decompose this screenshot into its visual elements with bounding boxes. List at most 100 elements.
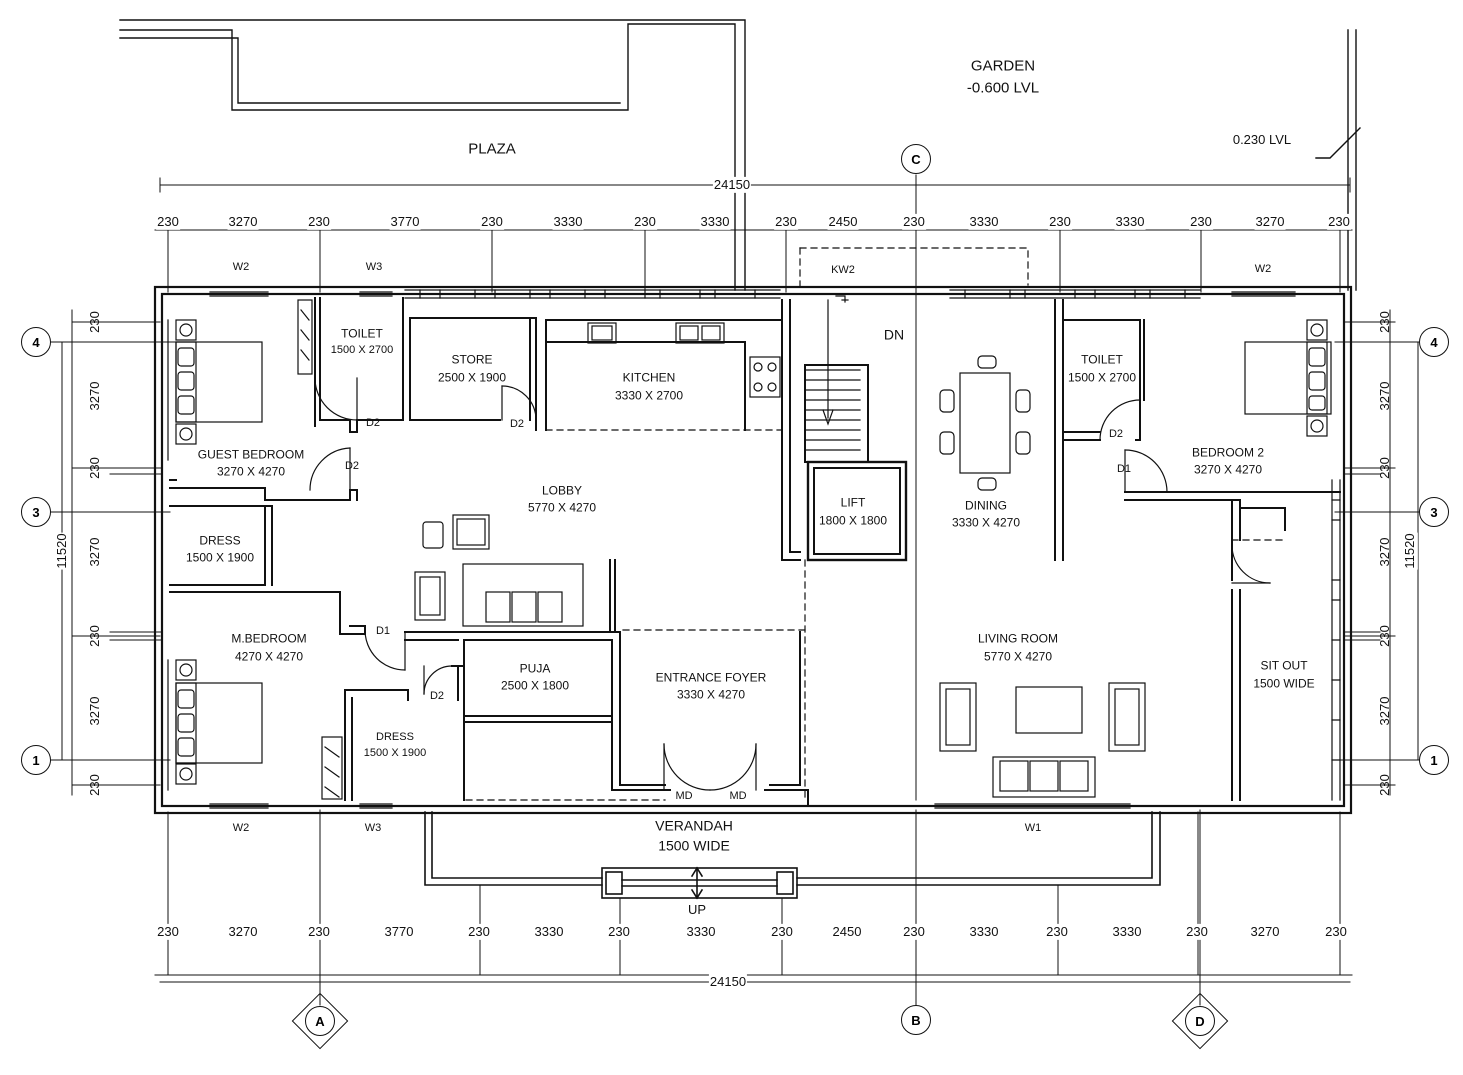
door-tag: D2: [344, 460, 360, 473]
overall-width-bottom: 24150: [708, 973, 748, 991]
dimension-value: 3270: [86, 381, 102, 411]
dimension-value: 230: [1048, 213, 1072, 231]
door-tag: D2: [509, 418, 525, 431]
dimension-value: 230: [307, 923, 331, 941]
hidden-lines: [465, 247, 1286, 801]
room-name: ENTRANCE FOYER: [655, 670, 767, 685]
dimension-value: 230: [902, 213, 926, 231]
door-tag: MD: [729, 790, 747, 803]
stair: [804, 295, 861, 451]
dimension-value: 3330: [533, 923, 565, 941]
dimension-value: 230: [1327, 213, 1351, 231]
room-name: DRESS: [376, 731, 414, 744]
room-name: M.BEDROOM: [231, 631, 307, 646]
grid-bubble-right: 3: [1419, 497, 1449, 527]
dimension-value: 230: [1376, 311, 1392, 333]
dimension-value: 3270: [86, 696, 102, 726]
room-size: 2500 X 1800: [500, 678, 570, 693]
furniture: [175, 299, 1332, 800]
window-tag: W2: [1254, 263, 1272, 276]
dimension-value: 230: [1376, 625, 1392, 647]
window-tag: W3: [365, 261, 383, 274]
dimension-value: 230: [902, 923, 926, 941]
dimension-value: 3330: [552, 213, 584, 231]
dimension-value: 230: [1189, 213, 1213, 231]
dimension-value: 230: [467, 923, 491, 941]
dimension-value: 230: [86, 774, 102, 796]
room-name: PUJA: [519, 661, 551, 676]
dimension-value: 3330: [1114, 213, 1146, 231]
door-tag: D2: [1108, 428, 1124, 441]
stair-dn-label: DN: [883, 326, 905, 343]
window-tag: KW2: [831, 264, 855, 277]
dimension-value: 230: [1045, 923, 1069, 941]
grid-bubble-bottom: B: [901, 1005, 931, 1035]
room-size: 3330 X 2700: [614, 388, 684, 403]
dimension-value: 230: [86, 457, 102, 479]
dimension-value: 3330: [699, 213, 731, 231]
room-name: GUEST BEDROOM: [197, 447, 305, 462]
dimension-value: 230: [633, 213, 657, 231]
overall-width-top: 24150: [712, 176, 752, 194]
grid-bubble-right: 1: [1419, 745, 1449, 775]
room-size: 3330 X 4270: [951, 515, 1021, 530]
dimension-value: 3270: [1254, 213, 1286, 231]
dimension-value: 3270: [1376, 381, 1392, 411]
up-label: UP: [687, 901, 707, 917]
room-name: DRESS: [199, 533, 241, 548]
dimension-value: 230: [607, 923, 631, 941]
dimension-value: 3270: [86, 537, 102, 567]
dimension-value: 230: [156, 213, 180, 231]
dimension-value: 230: [1376, 774, 1392, 796]
dimension-value: 230: [156, 923, 180, 941]
room-size: 3270 X 4270: [216, 464, 286, 479]
overall-depth-left: 11520: [53, 532, 71, 570]
room-size: 1500 X 2700: [1067, 370, 1137, 385]
room-size: 5770 X 4270: [983, 649, 1053, 664]
garden-label: GARDEN: [970, 57, 1036, 75]
dimension-value: 3330: [685, 923, 717, 941]
grid-bubble-left: 4: [21, 327, 51, 357]
room-size: 3270 X 4270: [1193, 462, 1263, 477]
dimension-value: 230: [480, 213, 504, 231]
dimension-value: 230: [1185, 923, 1209, 941]
room-name: TOILET: [341, 326, 383, 341]
dimension-value: 230: [770, 923, 794, 941]
room-size: 4270 X 4270: [234, 649, 304, 664]
dimension-value: 3330: [1111, 923, 1143, 941]
room-size: 2500 X 1900: [437, 370, 507, 385]
room-size: 3330 X 4270: [676, 687, 746, 702]
grid-bubble-top: C: [901, 144, 931, 174]
dimension-value: 3270: [1376, 696, 1392, 726]
window-sashes: [161, 289, 1341, 809]
door-tag: D1: [1116, 463, 1132, 476]
room-size: 1500 X 1900: [185, 550, 255, 565]
window-tag: W3: [364, 822, 382, 835]
dimension-value: 3770: [389, 213, 421, 231]
room-size: 5770 X 4270: [527, 500, 597, 515]
room-size: 1500 WIDE: [1253, 676, 1315, 691]
garden-boundary: [1315, 29, 1361, 291]
plaza-boundary: [119, 19, 746, 291]
room-name: LIVING ROOM: [977, 631, 1059, 646]
grid-bubble-bottom: A: [305, 1006, 335, 1036]
room-name: KITCHEN: [622, 370, 676, 385]
grid-bubble-left: 3: [21, 497, 51, 527]
dimension-value: 3270: [227, 213, 259, 231]
room-name: LOBBY: [541, 483, 583, 498]
grid-bubble-left: 1: [21, 745, 51, 775]
overall-depth-right: 11520: [1401, 532, 1419, 570]
dimension-value: 3330: [968, 923, 1000, 941]
dimension-value: 230: [1376, 457, 1392, 479]
verandah-label: VERANDAH: [655, 817, 733, 834]
door-tag: MD: [675, 790, 693, 803]
plinth-level-label: 0.230 LVL: [1232, 131, 1292, 147]
dimension-value: 2450: [827, 213, 859, 231]
window-tag: W2: [232, 261, 250, 274]
door-tag: D2: [365, 417, 381, 430]
dimension-value: 2450: [831, 923, 863, 941]
grid-bubble-bottom: D: [1185, 1006, 1215, 1036]
dimension-value: 230: [86, 625, 102, 647]
room-size: 1500 X 2700: [330, 344, 394, 357]
room-size: 1800 X 1800: [818, 513, 888, 528]
